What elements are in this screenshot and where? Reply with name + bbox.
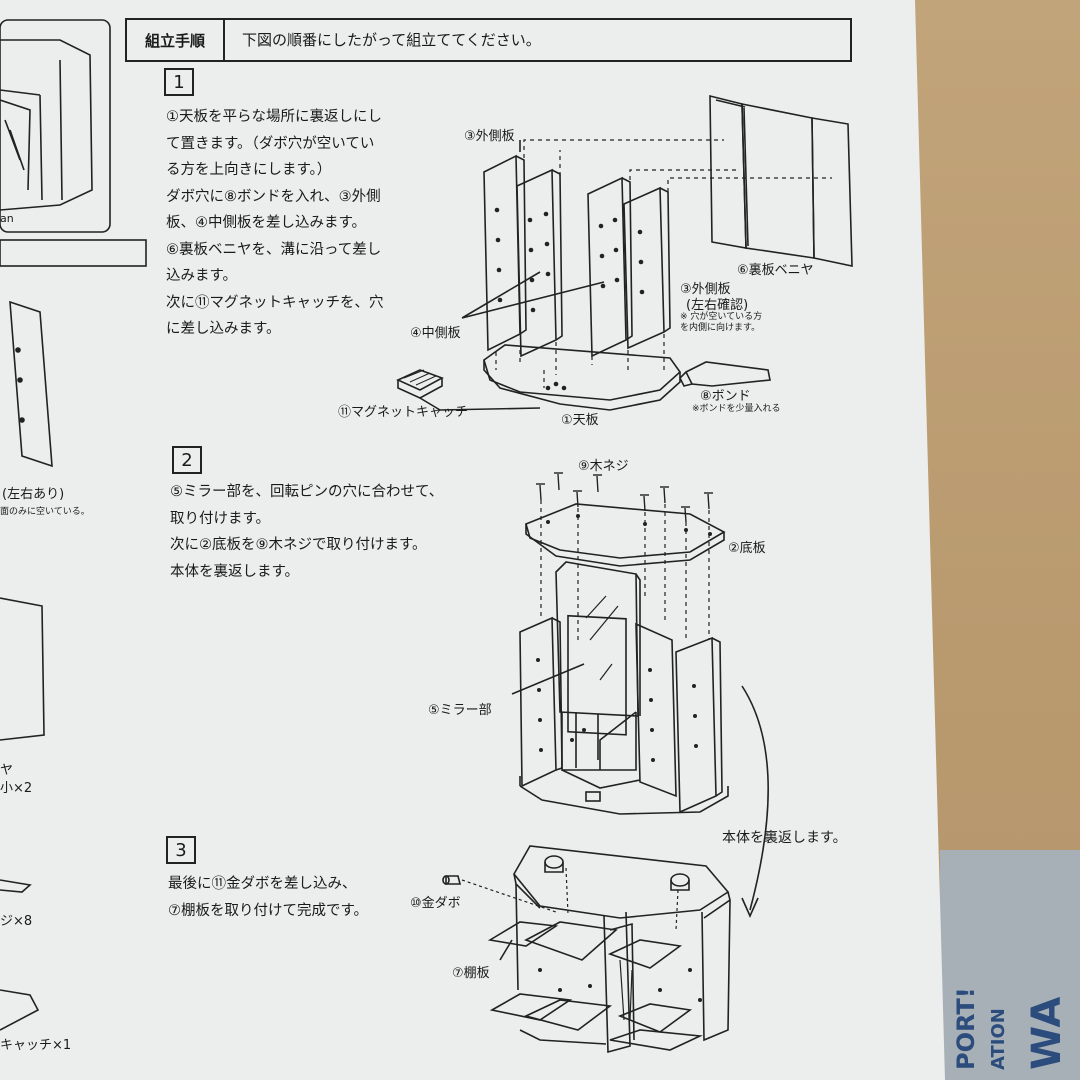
step-2-drawing [511, 472, 769, 918]
edge-text-catch-count: キャッチ×1 [0, 1038, 72, 1053]
label-outer-panel-right-note: (左右確認) [686, 298, 749, 313]
edge-text-an: an [0, 212, 14, 225]
edge-text-sides: (左右あり) [2, 487, 65, 502]
label-bond: ⑧ボンド [700, 389, 751, 404]
label-mirror-part: ⑤ミラー部 [428, 703, 492, 718]
edge-text-veneer: ヤ [0, 763, 14, 778]
edge-text-screws-count: ジ×8 [0, 914, 33, 929]
label-back-veneer: ⑥裏板ベニヤ [737, 263, 814, 278]
step-1-text: ①天板を平らな場所に裏返しにし て置きます。（ダボ穴が空いてい る方を上向きにし… [166, 104, 384, 343]
step-1-number: 1 [164, 68, 194, 96]
box-text-2: ATION [988, 1008, 1009, 1070]
step-2-line: ⑤ミラー部を、回転ピンの穴に合わせて、 [170, 484, 444, 500]
step-1-line: ダボ穴に⑧ボンドを入れ、③外側 [166, 188, 381, 205]
step-2-number: 2 [172, 446, 202, 474]
step-1-line: て置きます。（ダボ穴が空いてい [166, 135, 375, 152]
step-3-text: 最後に⑪金ダボを差し込み、 ⑦棚板を取り付けて完成です。 [168, 871, 368, 924]
step-1-line: 込みます。 [166, 268, 238, 284]
step-2-line: 取り付けます。 [170, 510, 271, 527]
box-text-1: PORT! [952, 987, 980, 1070]
step-3-line: 最後に⑪金ダボを差し込み、 [168, 876, 357, 892]
label-magnet-catch: ⑪マグネットキャッチ [338, 405, 469, 420]
step-1-drawing [396, 94, 853, 411]
step-2-line: 次に②底板を⑨木ネジで取り付けます。 [170, 537, 427, 553]
label-middle-panel: ④中側板 [410, 326, 461, 341]
header-bar: 組立手順 下図の順番にしたがって組立ててください。 [125, 18, 852, 62]
label-outer-panel-small-2: を内側に向けます。 [680, 323, 761, 333]
label-outer-panel-right: ③外側板 [680, 282, 731, 297]
label-flip-body: 本体を裏返します。 [722, 830, 847, 846]
box-text-3: WA [1024, 996, 1070, 1070]
step-2-text: ⑤ミラー部を、回転ピンの穴に合わせて、 取り付けます。 次に②底板を⑨木ネジで取… [170, 479, 443, 585]
assembly-diagrams [0, 19, 853, 1054]
step-3-number: 3 [166, 836, 196, 864]
step-1-line: に差し込みます。 [166, 321, 281, 337]
edge-text-sides-small: 面のみに空いている。 [0, 507, 90, 517]
instruction-sheet: 組立手順 下図の順番にしたがって組立ててください。 1 ①天板を平らな場所に裏返… [0, 0, 945, 1080]
label-metal-dowel: ⑩金ダボ [410, 896, 461, 911]
edge-text-veneer-count: 小×2 [0, 781, 33, 796]
header-title: 組立手順 [127, 20, 225, 60]
left-edge-figures [0, 19, 147, 1031]
step-3-drawing [442, 845, 731, 1054]
label-bottom-board: ②底板 [728, 541, 766, 556]
step-1-line: る方を上向きにします。） [166, 162, 332, 178]
step-1-line: 板、④中側板を差し込みます。 [166, 215, 367, 231]
label-bond-small: ※ボンドを少量入れる [692, 404, 781, 414]
step-1-line: 次に⑪マグネットキャッチを、穴 [166, 294, 384, 311]
shipping-box-text: PORT! ATION WA [948, 880, 1078, 1080]
step-1-line: ①天板を平らな場所に裏返しにし [166, 109, 382, 125]
label-outer-panel-top: ③外側板 [464, 129, 515, 144]
step-3-line: ⑦棚板を取り付けて完成です。 [168, 902, 369, 919]
step-2-line: 本体を裏返します。 [170, 563, 300, 580]
label-wood-screws: ⑨木ネジ [578, 459, 629, 474]
shipping-box-label [940, 850, 1080, 1080]
label-top-board: ①天板 [561, 413, 599, 428]
step-1-line: ⑥裏板ベニヤを、溝に沿って差し [166, 241, 382, 258]
header-instruction: 下図の順番にしたがって組立ててください。 [242, 31, 541, 49]
label-shelf-board: ⑦棚板 [452, 966, 490, 981]
label-outer-panel-small-1: ※ 穴が空いている方 [680, 312, 763, 322]
